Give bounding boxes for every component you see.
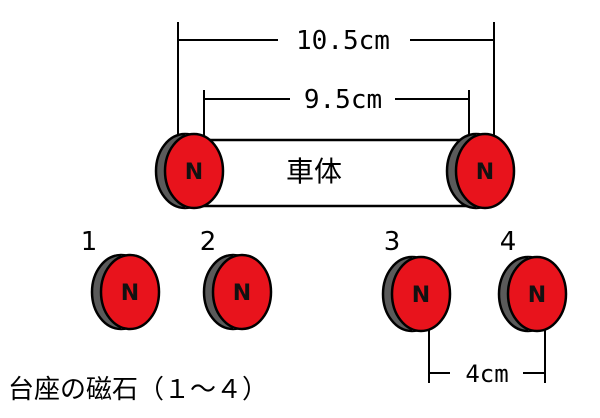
magnet-number-1: 1 xyxy=(81,227,98,257)
vehicle-magnet-right-pole-letter: N xyxy=(476,160,494,185)
caption: 台座の磁石（１～４） xyxy=(8,375,268,405)
base-magnet-4: N xyxy=(497,255,568,333)
vehicle-magnet-left-face xyxy=(163,132,225,210)
magnets: N N N N N N xyxy=(90,132,568,333)
base-magnet-3: N xyxy=(381,255,452,333)
inner-dimension: 9.5cm xyxy=(203,85,470,140)
vehicle-magnet-right: N xyxy=(445,132,516,210)
base-magnet-2-pole-letter: N xyxy=(233,281,251,306)
spacing-dimension: 4cm xyxy=(428,330,546,388)
magnet-number-2: 2 xyxy=(200,227,217,257)
magnet-number-3: 3 xyxy=(384,227,401,257)
vehicle-magnet-right-face xyxy=(454,132,516,210)
base-magnet-3-pole-letter: N xyxy=(412,283,430,308)
outer-dimension: 10.5cm xyxy=(177,22,495,140)
vehicle-body-label: 車体 xyxy=(286,155,342,188)
base-magnet-3-face xyxy=(390,255,452,333)
vehicle-body: 車体 xyxy=(188,138,484,208)
base-magnet-1-pole-letter: N xyxy=(121,281,139,306)
base-magnet-1: N xyxy=(90,253,161,331)
vehicle-magnet-left-pole-letter: N xyxy=(185,160,203,185)
magnet-number-4: 4 xyxy=(500,227,517,257)
base-magnet-2-face xyxy=(211,253,273,331)
inner-dimension-label: 9.5cm xyxy=(304,85,382,115)
base-magnet-4-face xyxy=(506,255,568,333)
base-magnet-4-pole-letter: N xyxy=(528,283,546,308)
base-magnet-2: N xyxy=(202,253,273,331)
spacing-dimension-label: 4cm xyxy=(465,360,508,388)
outer-dimension-label: 10.5cm xyxy=(296,26,390,56)
vehicle-magnet-left: N xyxy=(154,132,225,210)
base-magnet-1-face xyxy=(99,253,161,331)
